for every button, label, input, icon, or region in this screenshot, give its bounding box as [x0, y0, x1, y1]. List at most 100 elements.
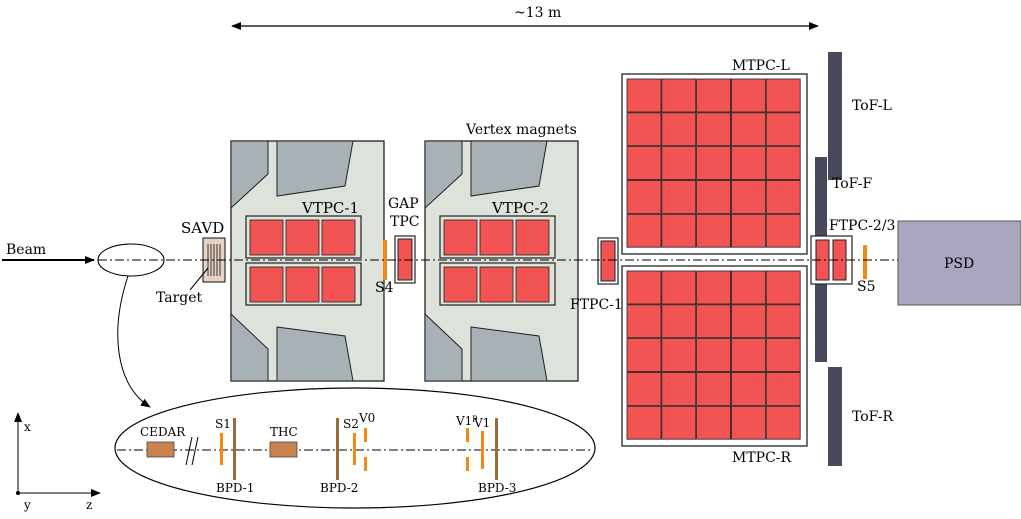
- mtpc-r-pad: [661, 304, 697, 339]
- vertex-magnet-2: [424, 140, 579, 382]
- mtpc-l-pad: [765, 179, 801, 214]
- beamline-detail: CEDAR S1 BPD-1 THC BPD-2 S2 V0 V1p V1 BP…: [114, 387, 596, 509]
- break-mark-1: [185, 436, 193, 466]
- ftpc-1-label: FTPC-1: [570, 297, 623, 313]
- mtpc-l-pad: [661, 213, 697, 248]
- s4-counter: [383, 240, 387, 280]
- vtpc-1-pad: [285, 266, 320, 303]
- mtpc-l-pad: [626, 179, 662, 214]
- thc-counter: [269, 441, 298, 458]
- mtpc-r-pad: [661, 338, 697, 373]
- gap-label: GAP: [388, 196, 419, 212]
- mtpc-l-pad: [731, 213, 766, 248]
- tof-l-wall: [828, 52, 842, 180]
- mtpc-l: [621, 73, 808, 255]
- mtpc-r-pad: [696, 270, 731, 305]
- mtpc-l-label: MTPC-L: [732, 58, 790, 74]
- mtpc-r-pad: [731, 270, 766, 305]
- mtpc-r-pad: [626, 338, 662, 373]
- beamline-detail-ellipse: [114, 387, 596, 509]
- mtpc-l-pad: [696, 112, 731, 147]
- v1p-counter-top: [466, 428, 469, 442]
- mtpc-r-pad: [661, 405, 697, 440]
- vtpc-2-pad: [443, 266, 478, 303]
- mtpc-l-pad: [696, 213, 731, 248]
- psd-label: PSD: [944, 256, 974, 272]
- mtpc-l-pad: [765, 78, 801, 113]
- mtpc-l-pad: [731, 146, 766, 181]
- bpd-2-plane: [336, 418, 339, 480]
- target-label: Target: [156, 290, 203, 306]
- mtpc-r-pad: [765, 371, 801, 406]
- mtpc-l-pad: [626, 146, 662, 181]
- mtpc-r-pad: [731, 304, 766, 339]
- vertex-magnet-1: [230, 140, 385, 382]
- v0-counter-top: [364, 428, 367, 442]
- mtpc-r-pad: [731, 405, 766, 440]
- mtpc-r-pad: [731, 338, 766, 373]
- break-mark-2: [191, 436, 199, 466]
- vtpc-1-label: VTPC-1: [301, 199, 359, 217]
- thc-label: THC: [270, 425, 298, 439]
- length-label: ~13 m: [514, 5, 561, 21]
- vtpc-2-pad: [479, 219, 514, 256]
- mtpc-l-pad: [765, 213, 801, 248]
- mtpc-l-pad: [661, 179, 697, 214]
- vertex-magnets-label: Vertex magnets: [465, 122, 577, 138]
- cedar-label: CEDAR: [140, 425, 186, 439]
- v1p-label: V1p: [455, 413, 477, 428]
- vtpc-2-pad: [443, 219, 478, 256]
- vtpc-1-pad: [285, 219, 320, 256]
- savd-label: SAVD: [181, 219, 224, 237]
- v1p-counter-bottom: [466, 457, 469, 471]
- tpc-label: TPC: [390, 214, 419, 230]
- vtpc-1-pad: [321, 219, 356, 256]
- tof-r-wall: [828, 367, 842, 466]
- vtpc-2-pad: [515, 219, 550, 256]
- coordinate-axes: x y z: [14, 412, 101, 512]
- mtpc-r: [621, 265, 808, 447]
- mtpc-r-pad: [765, 270, 801, 305]
- v1-counter: [481, 431, 484, 469]
- vtpc-2-label: VTPC-2: [491, 199, 549, 217]
- psd-calorimeter: [897, 220, 1021, 306]
- s2-label: S2: [343, 417, 359, 431]
- s1-counter: [220, 433, 223, 465]
- axis-z-label: z: [86, 498, 92, 512]
- ftpc-2-3-label: FTPC-2/3: [829, 218, 895, 234]
- tof-l-label: ToF-L: [852, 98, 892, 114]
- mtpc-r-pad: [626, 270, 662, 305]
- bpd-3-plane: [495, 418, 498, 480]
- mtpc-r-pad: [696, 304, 731, 339]
- mtpc-r-pad: [696, 371, 731, 406]
- mtpc-r-pad: [696, 338, 731, 373]
- mtpc-l-pad: [731, 179, 766, 214]
- vtpc-2-pad: [479, 266, 514, 303]
- mtpc-l-pad: [731, 78, 766, 113]
- mtpc-l-pad: [661, 146, 697, 181]
- bpd-2-label: BPD-2: [320, 481, 358, 495]
- mtpc-r-pad: [765, 304, 801, 339]
- mtpc-r-pad: [765, 405, 801, 440]
- mtpc-r-pad: [731, 371, 766, 406]
- zoom-connector: [117, 275, 151, 408]
- mtpc-r-pad: [626, 371, 662, 406]
- vtpc-1-pad: [249, 266, 284, 303]
- mtpc-l-pad: [661, 78, 697, 113]
- s5-counter: [863, 245, 867, 279]
- s1-label: S1: [215, 417, 231, 431]
- mtpc-r-pad: [661, 270, 697, 305]
- bpd-1-plane: [233, 418, 236, 480]
- y-axis-dot: [16, 491, 20, 495]
- bpd-3-label: BPD-3: [478, 481, 516, 495]
- v1p-label-sup: p: [472, 413, 477, 422]
- vtpc-2-chambers: [439, 215, 556, 306]
- mtpc-r-pad: [765, 338, 801, 373]
- mtpc-r-label: MTPC-R: [732, 450, 792, 466]
- vtpc-1-pad: [249, 219, 284, 256]
- mtpc-l-pad: [626, 78, 662, 113]
- mtpc-r-pad: [696, 405, 731, 440]
- axis-x-label: x: [24, 420, 31, 434]
